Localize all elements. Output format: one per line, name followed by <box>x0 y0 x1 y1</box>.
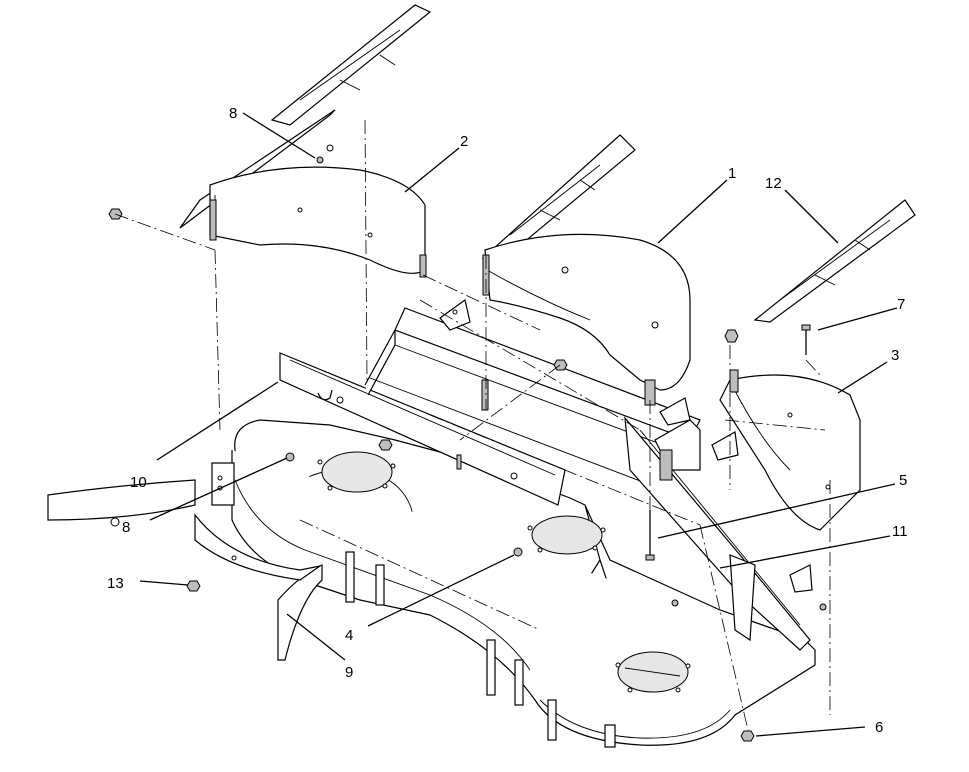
leader-lines <box>139 112 898 737</box>
callout-5: 5 <box>899 472 907 489</box>
mower-deck-housing <box>231 419 816 748</box>
leader-5 <box>657 483 896 539</box>
mount-plates <box>439 298 813 593</box>
leader-10 <box>156 381 279 461</box>
baffle-11 <box>624 416 811 651</box>
leader-9 <box>286 613 346 661</box>
bolt-8-lower <box>285 452 295 462</box>
callout-3: 3 <box>891 347 899 364</box>
nut-deck <box>378 439 393 451</box>
callout-1: 1 <box>728 165 736 182</box>
deflector-9 <box>194 513 323 661</box>
blade-top-left <box>270 4 432 126</box>
leader-8-lower <box>149 457 288 521</box>
bolt-8-upper <box>316 156 324 164</box>
spindle-bolt-holes <box>317 459 691 693</box>
callout-8-upper: 8 <box>229 105 237 122</box>
bolt-7 <box>801 324 811 355</box>
bolt-4 <box>513 547 523 557</box>
chute-deflector-left <box>47 479 196 527</box>
callout-4: 4 <box>345 627 353 644</box>
callout-6: 6 <box>875 719 883 736</box>
hardware <box>108 156 827 742</box>
stud-center <box>481 379 489 411</box>
callout-7: 7 <box>897 296 905 313</box>
callout-13: 13 <box>107 575 124 592</box>
callout-11: 11 <box>892 523 908 540</box>
callout-8-lower: 8 <box>122 519 130 536</box>
leader-13 <box>139 580 189 586</box>
leader-2 <box>404 147 460 193</box>
leader-7 <box>817 307 898 331</box>
nut-13 <box>186 580 201 592</box>
leader-6 <box>755 726 866 737</box>
callout-2: 2 <box>460 133 468 150</box>
callout-9: 9 <box>345 664 353 681</box>
leader-1 <box>657 179 728 244</box>
nut-upper-right <box>724 329 739 343</box>
alignment-lines <box>114 119 831 731</box>
callout-12: 12 <box>765 175 782 192</box>
callout-10: 10 <box>130 474 147 491</box>
blade-shield-2 <box>179 109 427 278</box>
bolt-right <box>819 603 827 611</box>
blade-shield-3 <box>719 369 861 531</box>
leader-4 <box>367 554 515 627</box>
bolt-5 <box>645 510 655 561</box>
leader-12 <box>784 189 839 244</box>
callout-labels: 8 2 1 12 7 3 10 5 11 8 13 4 9 6 <box>107 105 908 736</box>
leader-3 <box>837 361 888 394</box>
leader-8-upper <box>242 112 316 159</box>
leader-11 <box>719 535 891 569</box>
blade-12 <box>753 199 916 323</box>
bolt-rail <box>671 599 679 607</box>
mower-blades <box>270 4 916 323</box>
nut-6 <box>740 730 755 742</box>
